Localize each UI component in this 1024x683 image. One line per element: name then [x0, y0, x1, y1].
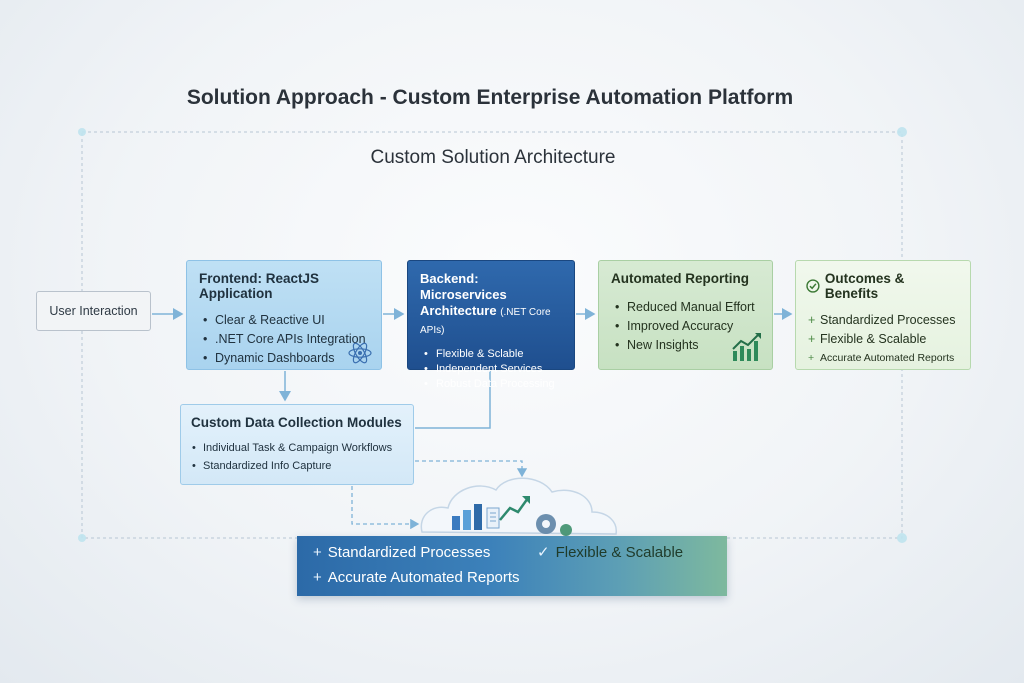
frontend-title: Frontend: ReactJS Application: [199, 271, 320, 301]
frontend-list: Clear & Reactive UI .NET Core APIs Integ…: [199, 311, 369, 368]
backend-title-line2: Architecture: [420, 303, 497, 318]
list-item: Clear & Reactive UI: [199, 311, 369, 330]
collection-title: Custom Data Collection Modules: [191, 415, 402, 430]
plus-icon: +: [313, 544, 322, 561]
list-item: Flexible & Sclable: [420, 347, 562, 362]
list-item: .NET Core APIs Integration: [199, 330, 369, 349]
banner-item-standardized: + Standardized Processes: [313, 544, 490, 561]
page-title: Solution Approach - Custom Enterprise Au…: [186, 86, 794, 109]
check-circle-icon: [806, 279, 820, 293]
banner-item-label: Accurate Automated Reports: [327, 569, 520, 586]
data-collection-node: Custom Data Collection Modules Individua…: [180, 404, 414, 485]
react-icon: [348, 342, 372, 364]
list-item: Flexible & Scalable: [806, 330, 960, 349]
user-interaction-label: User Interaction: [49, 304, 138, 318]
backend-title-note: (.NET Core APIs): [420, 307, 551, 336]
benefits-banner: + Standardized Processes ✓ Flexible & Sc…: [297, 536, 727, 596]
reporting-title: Automated Reporting: [611, 271, 749, 286]
list-item: Standardized Processes: [806, 311, 960, 330]
backend-title-line1: Backend: Microservices: [420, 271, 507, 302]
reporting-list: Reduced Manual Effort Improved Accuracy …: [611, 298, 760, 355]
reporting-node: Automated Reporting Reduced Manual Effor…: [598, 260, 773, 370]
list-item: Improved Accuracy: [611, 317, 760, 336]
list-item: Individual Task & Campaign Workflows: [191, 439, 403, 457]
frontend-node: Frontend: ReactJS Application Clear & Re…: [186, 260, 382, 370]
list-item: Independent Services: [420, 362, 562, 377]
diagram-subtitle: Custom Solution Architecture: [370, 147, 616, 168]
banner-item-accurate: + Accurate Automated Reports: [313, 569, 520, 586]
backend-title: Backend: Microservices Architecture (.NE…: [420, 271, 562, 339]
dashed-collection-banner: [351, 486, 420, 530]
dashed-collection-cloud: [415, 460, 528, 478]
banner-item-flexible: ✓ Flexible & Scalable: [537, 543, 684, 562]
outcomes-title: Outcomes & Benefits: [806, 271, 960, 301]
user-interaction-node: User Interaction: [36, 291, 151, 331]
growth-chart-icon: [732, 333, 761, 361]
list-item: Reduced Manual Effort: [611, 298, 760, 317]
outcomes-list: Standardized Processes Flexible & Scalab…: [806, 311, 960, 368]
cloud-analytics-icon: [420, 477, 617, 536]
list-item: Accurate Automated Reports: [806, 349, 960, 368]
collection-list: Individual Task & Campaign Workflows Sta…: [191, 439, 403, 475]
outcomes-node: Outcomes & Benefits Standardized Process…: [795, 260, 971, 370]
outcomes-title-text: Outcomes & Benefits: [824, 271, 905, 301]
list-item: Robust Data Processing: [420, 377, 562, 392]
plus-icon: +: [313, 569, 322, 586]
banner-item-label: Flexible & Scalable: [555, 543, 684, 561]
backend-list: Flexible & Sclable Independent Services …: [420, 347, 562, 392]
list-item: New Insights: [611, 336, 760, 355]
checkmark-icon: ✓: [537, 544, 550, 561]
list-item: Standardized Info Capture: [191, 457, 403, 475]
backend-node: Backend: Microservices Architecture (.NE…: [407, 260, 575, 392]
banner-item-label: Standardized Processes: [327, 544, 491, 561]
list-item: Dynamic Dashboards: [199, 349, 369, 368]
